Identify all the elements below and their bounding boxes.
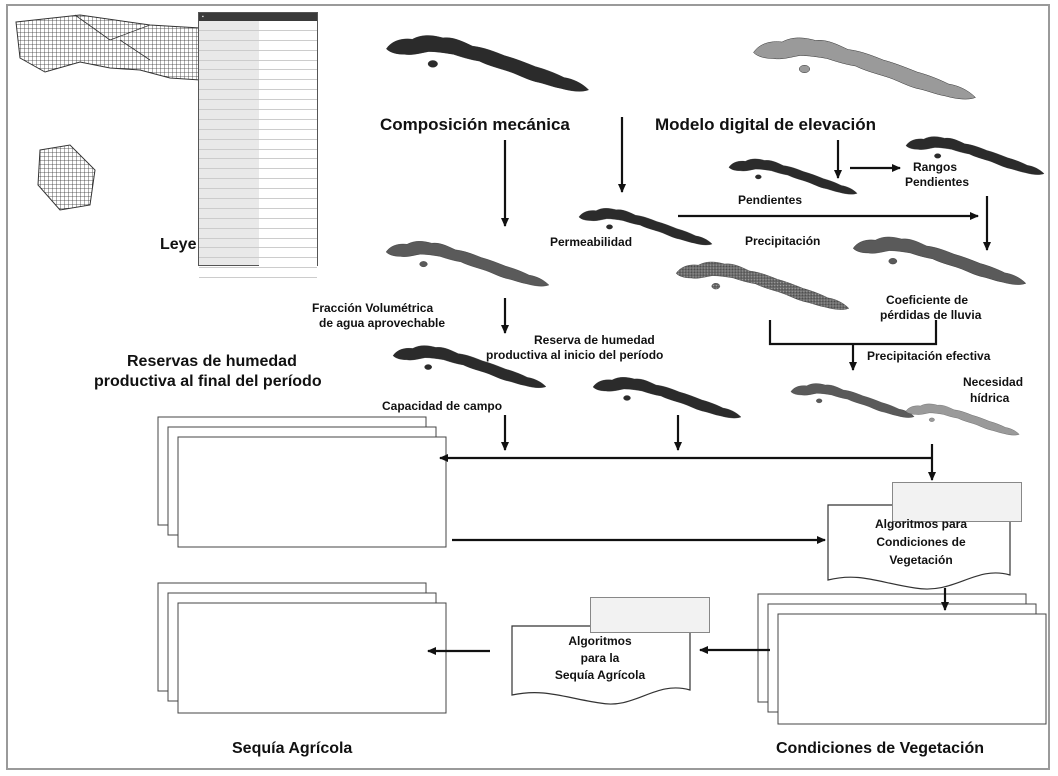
label-algo-veg-2: Condiciones de [876, 535, 966, 549]
info-row [199, 169, 317, 180]
info-row [199, 60, 317, 71]
info-row [199, 90, 317, 101]
grid-map [15, 14, 201, 211]
label-composicion: Composición mecánica [380, 115, 570, 134]
map-precip-efectiva [790, 383, 915, 418]
info-row [199, 199, 317, 209]
label-reservas-final-1: Reservas de humedad [127, 353, 297, 370]
label-sequia: Sequía Agrícola [232, 740, 353, 757]
reserve-stack [157, 416, 447, 548]
map-coeficiente [852, 236, 1027, 285]
label-necesidad-2: hídrica [970, 391, 1010, 405]
label-condiciones: Condiciones de Vegetación [776, 740, 985, 757]
info-row [199, 268, 317, 279]
spreadsheet-thumbnail-sequia [590, 597, 710, 633]
info-row [199, 50, 317, 61]
label-modelo: Modelo digital de elevación [655, 115, 877, 134]
map-necesidad [905, 403, 1020, 436]
label-algo-veg-1: Algoritmos para [874, 517, 967, 531]
info-row [199, 159, 317, 170]
info-row [199, 218, 317, 229]
label-algo-seq-2: para la [580, 651, 620, 665]
info-row [199, 129, 317, 140]
algoritmos-sequia-doc [511, 625, 691, 705]
algoritmos-vegetacion-doc [827, 504, 1011, 590]
info-row [199, 100, 317, 111]
info-row [199, 139, 317, 150]
map-capacidad-top [385, 240, 550, 287]
sequia-stack [157, 582, 447, 714]
map-composicion [385, 35, 590, 92]
label-capacidad: Capacidad de campo [382, 399, 503, 413]
info-row [199, 70, 317, 81]
label-coef-1: Coeficiente de [886, 293, 969, 307]
info-row [199, 30, 317, 41]
label-pendientes: Pendientes [738, 193, 803, 207]
connector-precip-coef [768, 320, 938, 346]
info-row [199, 179, 317, 190]
info-row [199, 21, 317, 31]
label-precipitacion: Precipitación [745, 234, 821, 248]
map-precipitacion [675, 261, 850, 310]
info-row [199, 258, 317, 269]
label-rangos: Rangos Pendientes [905, 160, 970, 189]
label-algo-veg-3: Vegetación [889, 553, 953, 567]
label-fraccion-1: Fracción Volumétrica [312, 301, 434, 315]
label-necesidad-1: Necesidad [963, 375, 1024, 389]
label-coef-2: pérdidas de lluvia [880, 308, 982, 322]
label-leyenda: Leye [160, 236, 197, 253]
info-row [199, 228, 317, 239]
label-reservas-final-2: productiva al final del período [94, 373, 322, 390]
info-row [199, 80, 317, 91]
vegetacion-stack [757, 593, 1047, 725]
info-row [199, 248, 317, 259]
info-row [199, 189, 317, 200]
map-modelo [753, 37, 976, 100]
label-algo-seq-3: Sequía Agrícola [554, 668, 646, 682]
label-fraccion-2: de agua aprovechable [319, 316, 446, 330]
feature-info-panel: ▪ [198, 12, 318, 279]
info-row [199, 40, 317, 51]
label-precip-efectiva: Precipitación efectiva [867, 349, 991, 363]
info-row [199, 238, 317, 249]
label-reserva-inicio-1: Reserva de humedad [534, 333, 655, 347]
info-row [199, 208, 317, 219]
label-permeabilidad: Permeabilidad [550, 235, 633, 249]
info-row [199, 110, 317, 120]
info-row [199, 119, 317, 130]
map-reserva-inicio [592, 376, 742, 419]
info-row [199, 149, 317, 160]
spreadsheet-thumbnail-vegetacion [892, 482, 1022, 522]
label-reserva-inicio-2: productiva al inicio del período [486, 348, 664, 362]
info-title: ▪ [199, 13, 317, 21]
label-algo-seq-1: Algoritmos [568, 634, 632, 648]
